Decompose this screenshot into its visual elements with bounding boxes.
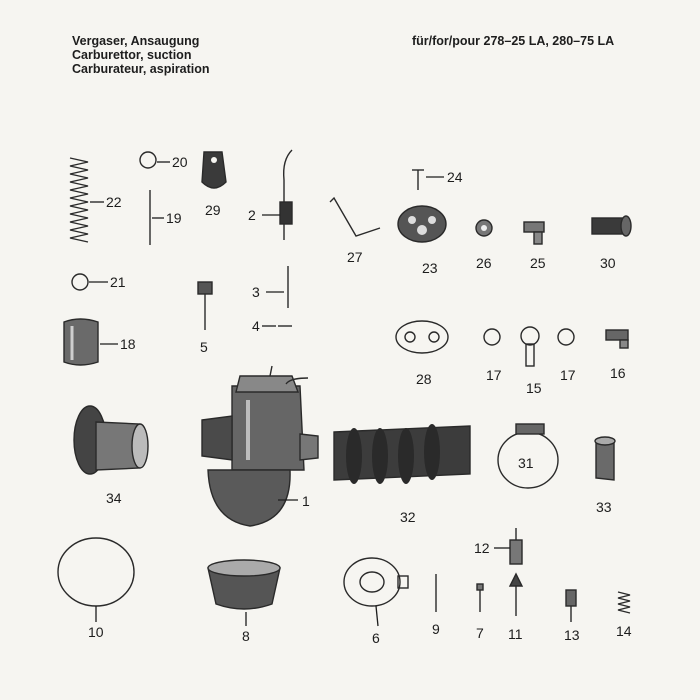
- part-26-nut: [475, 219, 493, 237]
- label-8: 8: [242, 628, 250, 644]
- part-17-washer-a: [483, 328, 501, 346]
- label-10: 10: [88, 624, 104, 640]
- part-1-carburettor: [201, 365, 319, 527]
- label-31: 31: [518, 455, 534, 471]
- label-19: 19: [166, 210, 182, 226]
- part-20-ring: [139, 151, 157, 169]
- part-13-idle-screw: [565, 589, 577, 622]
- label-11: 11: [508, 626, 523, 642]
- label-32: 32: [400, 509, 416, 525]
- label-26: 26: [476, 255, 492, 271]
- title-english: Carburettor, suction: [72, 48, 192, 62]
- part-17-washer-b: [557, 328, 575, 346]
- label-23: 23: [422, 260, 438, 276]
- label-25: 25: [530, 255, 546, 271]
- part-28-gasket: [395, 320, 449, 354]
- label-21: 21: [110, 274, 126, 290]
- part-30-filter-cap: [591, 215, 632, 237]
- model-applicability: für/for/pour 278–25 LA, 280–75 LA: [412, 34, 615, 48]
- part-23-flange-plate: [397, 205, 447, 243]
- part-31-hose-clamp: [497, 423, 559, 489]
- label-3: 3: [252, 284, 260, 300]
- part-25-bolt: [523, 221, 545, 245]
- part-22-spring: [69, 157, 89, 243]
- label-20: 20: [172, 154, 188, 170]
- label-17b: 17: [560, 367, 576, 383]
- part-15-banjo: [520, 326, 540, 367]
- part-7-jet: [476, 583, 484, 612]
- label-4: 4: [252, 318, 260, 334]
- label-28: 28: [416, 371, 432, 387]
- part-18-sleeve: [63, 318, 99, 366]
- title-block: Vergaser, Ansaugung Carburettor, suction…: [72, 34, 210, 76]
- part-8-float-bowl: [207, 559, 281, 610]
- label-30: 30: [600, 255, 616, 271]
- label-5: 5: [200, 339, 208, 355]
- label-24: 24: [447, 169, 463, 185]
- label-7: 7: [476, 625, 484, 641]
- label-9: 9: [432, 621, 440, 637]
- title-french: Carburateur, aspiration: [72, 62, 210, 76]
- part-33-adapter: [594, 436, 616, 481]
- label-22: 22: [106, 194, 122, 210]
- label-6: 6: [372, 630, 380, 646]
- label-29: 29: [205, 202, 221, 218]
- part-14-small-spring: [617, 591, 631, 614]
- part-2-choke-lever: [279, 149, 293, 240]
- label-12: 12: [474, 540, 490, 556]
- label-1: 1: [302, 493, 310, 509]
- part-34-flange: [73, 405, 149, 475]
- label-33: 33: [596, 499, 612, 515]
- part-24-screw: [412, 169, 424, 190]
- label-16: 16: [610, 365, 626, 381]
- label-18: 18: [120, 336, 136, 352]
- label-13: 13: [564, 627, 580, 643]
- label-17a: 17: [486, 367, 502, 383]
- label-27: 27: [347, 249, 363, 265]
- label-14: 14: [616, 623, 632, 639]
- part-16-union-bolt: [605, 329, 629, 349]
- part-27-wrench: [329, 196, 381, 237]
- title-german: Vergaser, Ansaugung: [72, 34, 200, 48]
- part-11-needle-jet: [508, 572, 524, 616]
- label-15: 15: [526, 380, 542, 396]
- label-34: 34: [106, 490, 122, 506]
- label-2: 2: [248, 207, 256, 223]
- part-12-jet-holder: [509, 528, 523, 565]
- part-32-intake-hose: [333, 424, 471, 484]
- part-5-screw: [197, 281, 213, 330]
- part-29-slide: [201, 151, 227, 189]
- part-21-ring: [71, 273, 89, 291]
- part-10-o-ring: [57, 537, 135, 607]
- part-6-float: [343, 557, 409, 607]
